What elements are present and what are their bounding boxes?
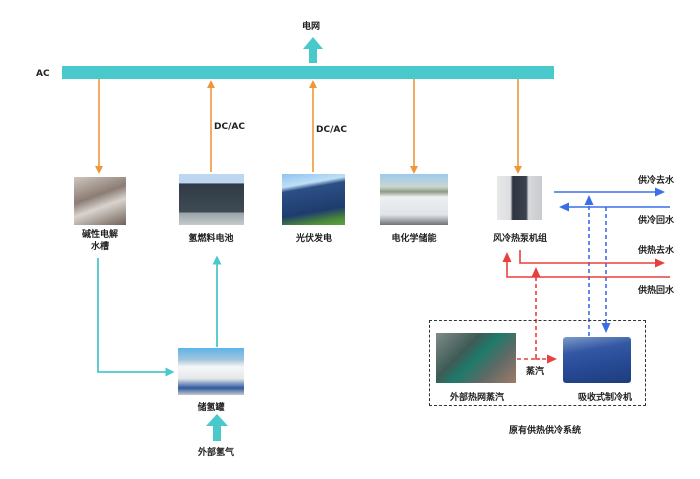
pv-label: 光伏发电 [295, 234, 332, 244]
electrolyzer-label: 碱性电解 水槽 [72, 229, 128, 253]
cold-supply-label: 供冷去水 [638, 176, 675, 186]
steam-label: 蒸汽 [526, 367, 545, 377]
heat-pump-photo [497, 176, 542, 220]
existing-system-label: 原有供热供冷系统 [508, 426, 581, 436]
electrolyzer-to-tank-line [97, 258, 175, 377]
battery-storage-photo [380, 174, 448, 225]
absorption-chiller-photo [563, 337, 631, 383]
steam-source-label: 外部热网蒸汽 [449, 393, 504, 403]
electrolyzer-photo [74, 177, 126, 225]
cold-return-label: 供冷回水 [638, 216, 675, 226]
fuel-cell-converter-label: DC/AC [214, 122, 245, 132]
grid-export-arrow [303, 37, 323, 63]
grid-label: 电网 [302, 22, 321, 32]
heat-supply-label: 供热去水 [638, 246, 675, 256]
ac-bus-label: AC [36, 69, 50, 79]
heat-return-label: 供热回水 [638, 286, 675, 296]
fuel-cell-label: 氢燃料电池 [188, 234, 234, 244]
pv-converter-label: DC/AC [316, 125, 347, 135]
hydrogen-tank-photo [178, 348, 244, 395]
steam-to-chiller-dash [535, 354, 557, 364]
steam-plant-photo [436, 333, 516, 383]
electrolyzer-label-line1: 碱性电解 [81, 230, 118, 240]
external-h2-label: 外部氢气 [197, 448, 234, 458]
battery-label: 电化学储能 [391, 234, 437, 244]
ac-bus [62, 66, 554, 79]
absorption-chiller-label: 吸收式制冷机 [577, 393, 632, 403]
heat-supply-line [519, 250, 665, 268]
solar-panel-photo [282, 174, 345, 225]
h2-tank-label: 储氢罐 [197, 403, 225, 413]
existing-system-box [429, 320, 646, 406]
fuel-cell-photo [179, 174, 244, 225]
electrolyzer-label-line2: 水槽 [90, 242, 109, 252]
heat-pump-label: 风冷热泵机组 [492, 234, 547, 244]
heat-return-line [502, 252, 670, 278]
external-h2-arrow [206, 414, 228, 441]
